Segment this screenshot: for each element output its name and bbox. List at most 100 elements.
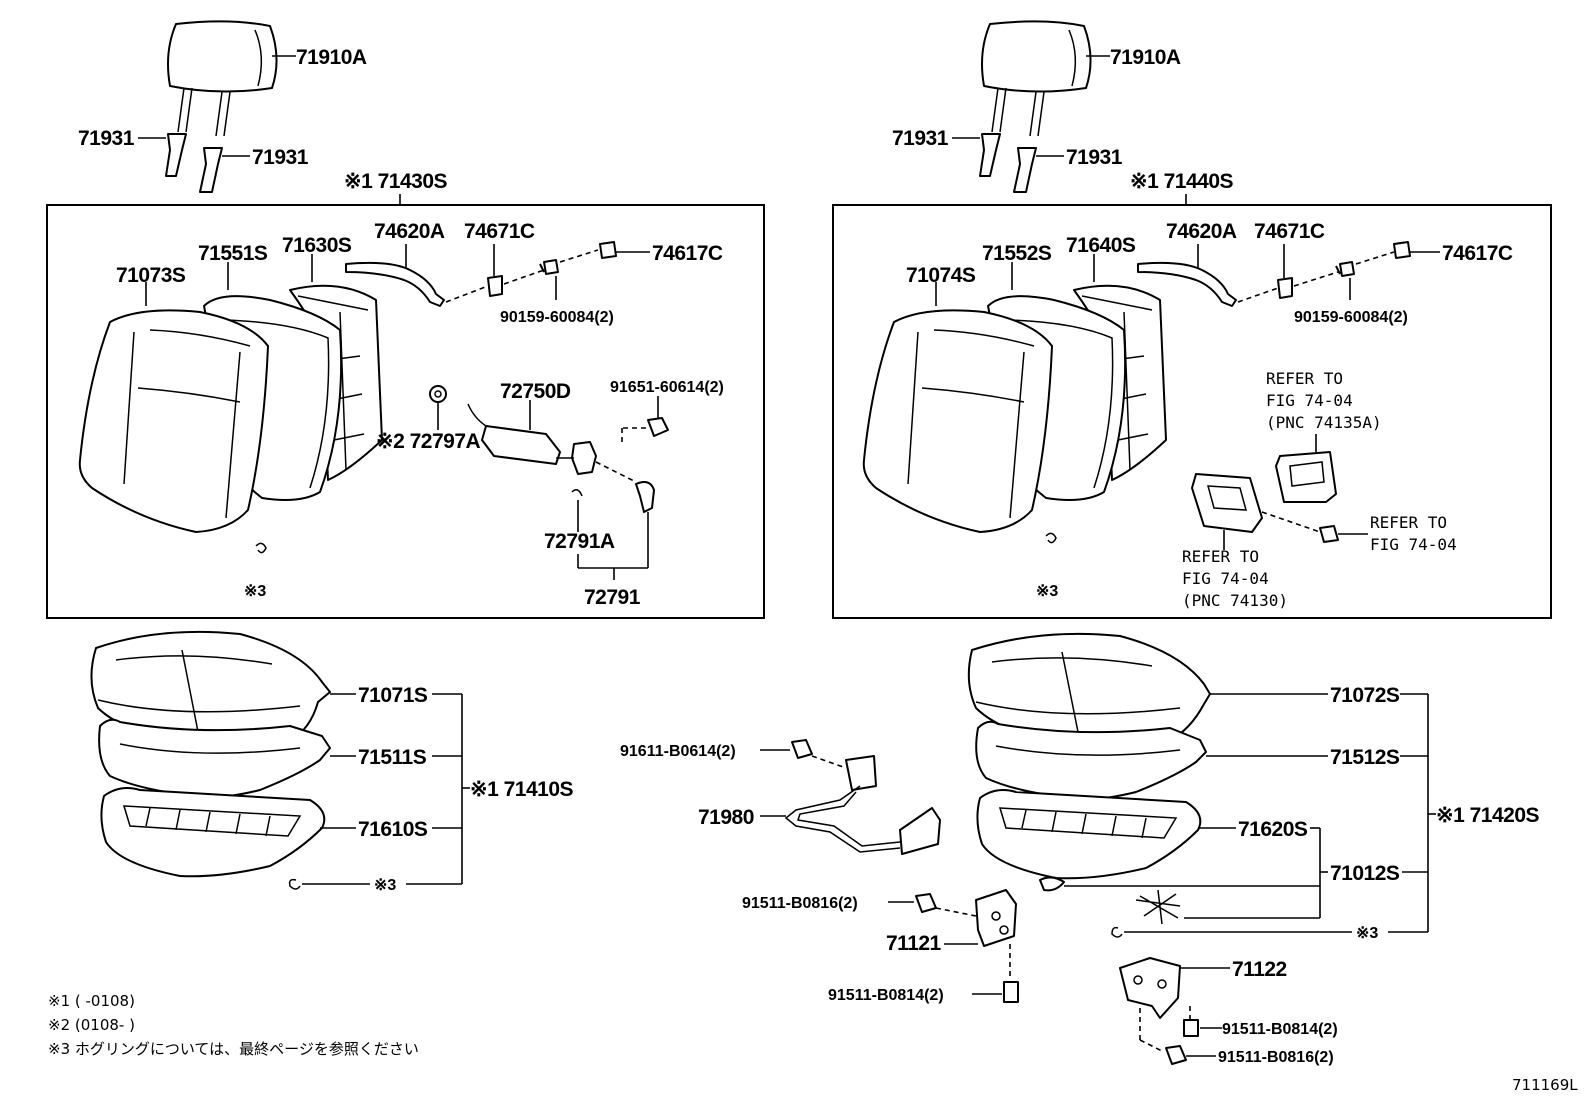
left-back-pad-label: 71551S: [198, 242, 268, 265]
right-screw-label: 90159-60084(2): [1294, 309, 1408, 326]
left-clip-end-label: 74617C: [652, 242, 723, 265]
right-refer-c-line3: (PNC 74130): [1182, 591, 1288, 610]
left-cushion-cover-label: 71071S: [358, 684, 428, 707]
bolt-b-label: 91511-B0816(2): [742, 895, 858, 912]
left-lumbar-assy[interactable]: [467, 403, 597, 475]
lower-bracket[interactable]: [1119, 957, 1181, 1019]
hinge-label: 71121: [886, 932, 942, 955]
right-cushion-ring-label: ※3: [1356, 925, 1378, 942]
right-headrest[interactable]: [981, 20, 1092, 137]
left-screw-label: 90159-60084(2): [500, 309, 614, 326]
right-back-frame-label: 71640S: [1066, 234, 1136, 257]
left-cushion-ring-label: ※3: [374, 877, 396, 894]
left-strap[interactable]: [345, 261, 445, 307]
left-headrest-guide-b[interactable]: [199, 147, 223, 193]
right-strap[interactable]: [1137, 261, 1237, 307]
right-clip[interactable]: [1277, 277, 1293, 299]
bolt-b[interactable]: [915, 893, 937, 913]
right-switch-a[interactable]: [1275, 451, 1337, 503]
left-back-frame-label: 71630S: [282, 234, 352, 257]
left-headrest-label: 71910A: [296, 46, 367, 69]
left-lever-label: 72791A: [544, 530, 615, 553]
right-spring-clip[interactable]: [1039, 876, 1065, 892]
bolt-d-label: 91511-B0814(2): [1222, 1021, 1338, 1038]
right-headrest-guide-a[interactable]: [979, 133, 1001, 177]
right-back-hog-ring[interactable]: [1045, 532, 1057, 544]
middle-parts: 91611-B0614(2) 71980 91511-B0816(2) 7112…: [620, 739, 1338, 1066]
left-seatback-cover[interactable]: [78, 309, 269, 533]
right-spring-wire[interactable]: [1135, 889, 1181, 925]
bolt-e[interactable]: [1165, 1045, 1187, 1065]
right-cushion-hog-ring[interactable]: [1111, 926, 1123, 938]
left-screw[interactable]: [539, 259, 559, 275]
right-refer-a-line1: REFER TO: [1266, 369, 1343, 388]
bolt-a[interactable]: [791, 739, 813, 759]
right-refer-b-line1: REFER TO: [1370, 513, 1447, 532]
bolt-c-label: 91511-B0814(2): [828, 987, 944, 1004]
left-back-hog-ring[interactable]: [255, 542, 267, 554]
right-switch-b[interactable]: [1191, 473, 1263, 533]
left-knob[interactable]: [429, 385, 447, 403]
right-refer-b-line2: FIG 74-04: [1370, 535, 1457, 554]
left-headrest-guide-a[interactable]: [165, 133, 187, 177]
bracket-label: 71122: [1232, 958, 1287, 981]
right-switch-screw[interactable]: [1319, 525, 1339, 543]
left-seat: 71910A 71931 71931 ※1 71430S: [46, 20, 765, 894]
right-cushion-frame[interactable]: [976, 789, 1202, 880]
left-lumbar-bolt[interactable]: [647, 417, 669, 437]
left-cushion-pad-label: 71511S: [358, 746, 427, 769]
left-clip[interactable]: [487, 275, 503, 297]
right-seatback-box: [832, 204, 1552, 619]
left-back-cover-label: 71073S: [116, 264, 186, 287]
right-back-pad-label: 71552S: [982, 242, 1052, 265]
bolt-e-label: 91511-B0816(2): [1218, 1049, 1334, 1066]
right-refer-a-line3: (PNC 74135A): [1266, 413, 1382, 432]
note-3: ※3 ホグリングについては、最終ページを参照ください: [48, 1040, 419, 1058]
right-back-hog-ring-label: ※3: [1036, 583, 1058, 600]
footnotes: ※1 ( -0108) ※2 (0108- ) ※3 ホグリングについては、最終…: [48, 992, 419, 1058]
left-back-assy-label: ※1 71430S: [344, 170, 448, 193]
left-back-hog-ring-label: ※3: [244, 583, 266, 600]
right-back-assy-label: ※1 71440S: [1130, 170, 1234, 193]
left-headrest[interactable]: [167, 20, 278, 137]
hinge-bracket[interactable]: [975, 889, 1017, 947]
left-lumbar-bolt-label: 91651-60614(2): [610, 379, 724, 396]
left-clip-end[interactable]: [599, 241, 617, 259]
right-headrest-label: 71910A: [1110, 46, 1181, 69]
right-screw[interactable]: [1335, 261, 1355, 277]
left-lever-spring: [571, 489, 583, 497]
left-cushion-pad[interactable]: [98, 718, 331, 799]
seat-leg-bar[interactable]: [784, 755, 941, 855]
left-lever[interactable]: [635, 481, 655, 513]
right-clip-end-label: 74617C: [1442, 242, 1513, 265]
left-seatback-box: [46, 204, 765, 619]
right-cushion-frame-label: 71620S: [1238, 818, 1308, 841]
right-clip-end[interactable]: [1393, 241, 1411, 259]
right-back-cover-label: 71074S: [906, 264, 976, 287]
right-cushion-pad[interactable]: [975, 720, 1207, 801]
right-refer-a-line2: FIG 74-04: [1266, 391, 1353, 410]
right-spring-label: 71012S: [1330, 862, 1400, 885]
left-lumbar-label: 72750D: [500, 380, 571, 403]
bolt-d[interactable]: [1183, 1019, 1199, 1037]
right-refer-c-line1: REFER TO: [1182, 547, 1259, 566]
left-clip-label: 74671C: [464, 220, 535, 243]
left-guide-b-label: 71931: [252, 146, 309, 169]
note-1: ※1 ( -0108): [48, 992, 135, 1010]
right-seatback-cover[interactable]: [862, 309, 1053, 533]
right-cushion-assy-label: ※1 71420S: [1436, 804, 1540, 827]
bolt-c[interactable]: [1003, 981, 1019, 1003]
left-cushion-frame[interactable]: [100, 787, 326, 878]
right-seat: 71910A 71931 71931 ※1 71440S 71074S 7155…: [832, 20, 1552, 942]
right-strap-label: 74620A: [1166, 220, 1237, 243]
left-cushion-hog-ring[interactable]: [288, 878, 301, 890]
right-cushion-pad-label: 71512S: [1330, 746, 1400, 769]
right-clip-label: 74671C: [1254, 220, 1325, 243]
left-knob-label: ※2 72797A: [376, 430, 481, 453]
right-headrest-guide-b[interactable]: [1013, 147, 1037, 193]
left-cushion-assy-label: ※1 71410S: [470, 778, 574, 801]
right-refer-c-line2: FIG 74-04: [1182, 569, 1269, 588]
note-2: ※2 (0108- ): [48, 1016, 135, 1034]
left-lever-set-label: 72791: [584, 586, 641, 609]
